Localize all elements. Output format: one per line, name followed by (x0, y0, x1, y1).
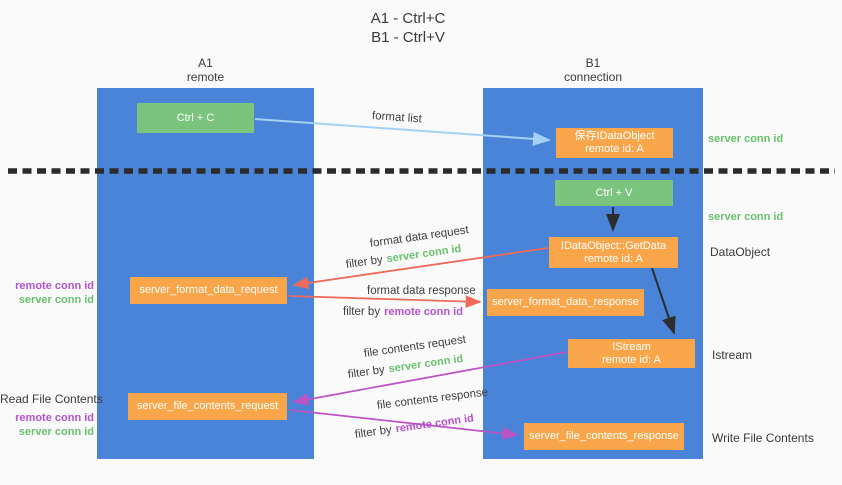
node-server-format-data-response: server_format_data_response (487, 289, 644, 316)
arrow-label-format-list: format list (371, 110, 423, 126)
lane-header-a1: A1 remote (97, 56, 314, 84)
node-idataobject-getdata: IDataObject::GetData remote id: A (549, 237, 678, 268)
left-label-server-conn-id-2: server conn id (18, 426, 94, 438)
node-save-idataobject-line2: remote id: A (585, 143, 644, 155)
node-getdata-line2: remote id: A (584, 252, 643, 265)
right-label-istream: Istream (712, 348, 753, 362)
node-istream: IStream remote id: A (568, 339, 695, 368)
lane-header-b1: B1 connection (483, 56, 703, 84)
lane-a1-name: A1 (198, 56, 213, 70)
node-ctrl-v: Ctrl + V (555, 180, 673, 206)
node-ctrl-c-label: Ctrl + C (176, 111, 215, 124)
right-label-server-conn-id-2: server conn id (708, 211, 784, 223)
node-ctrl-c: Ctrl + C (137, 103, 254, 133)
arrow-label-format-data-response: format data response (367, 285, 476, 297)
lane-a1-subtitle: remote (186, 70, 225, 84)
node-server-file-contents-request: server_file_contents_request (128, 393, 287, 420)
node-server-format-data-request: server_format_data_request (130, 277, 287, 304)
right-label-server-conn-id-1: server conn id (708, 133, 784, 145)
right-label-write-file-contents: Write File Contents (712, 431, 814, 445)
filter-by-text-4: filter by (354, 423, 393, 441)
node-istream-line1: IStream (612, 340, 651, 353)
diagram-title: A1 - Ctrl+C B1 - Ctrl+V (308, 9, 508, 47)
left-label-group-1: remote conn id server conn id (0, 279, 94, 307)
arrow-label-file-contents-response: file contents response (376, 386, 489, 412)
node-server-format-data-request-label: server_format_data_request (139, 284, 278, 296)
title-line-1: A1 - Ctrl+C (370, 10, 446, 27)
lane-b1-name: B1 (585, 56, 601, 70)
filter-by-text-3: filter by (347, 363, 386, 381)
left-label-group-2: remote conn id server conn id (0, 411, 94, 439)
filter-target-remote-conn-1: remote conn id (384, 306, 463, 318)
filter-by-text-1: filter by (345, 253, 384, 271)
node-getdata-line1: IDataObject::GetData (560, 239, 667, 252)
left-label-remote-conn-id-1: remote conn id (15, 280, 94, 292)
filter-target-remote-conn-2: remote conn id (394, 412, 475, 436)
lane-b1-subtitle: connection (563, 70, 623, 84)
title-line-2: B1 - Ctrl+V (371, 29, 445, 46)
right-label-dataobject: DataObject (710, 245, 771, 259)
node-ctrl-v-label: Ctrl + V (595, 186, 633, 199)
filter-by-text-2: filter by (343, 306, 381, 318)
left-label-read-file-contents: Read File Contents (0, 392, 103, 406)
node-server-format-data-response-label: server_format_data_response (492, 296, 639, 308)
node-server-file-contents-request-label: server_file_contents_request (136, 400, 279, 412)
node-save-idataobject-line1: 保存IDataObject (574, 130, 655, 142)
node-server-file-contents-response: server_file_contents_response (524, 423, 684, 450)
node-istream-line2: remote id: A (602, 353, 661, 366)
node-server-file-contents-response-label: server_file_contents_response (529, 430, 679, 442)
filter-target-server-conn-2: server conn id (387, 352, 464, 376)
left-label-remote-conn-id-2: remote conn id (15, 412, 94, 424)
node-save-idataobject: 保存IDataObject remote id: A (556, 128, 673, 158)
left-label-server-conn-id-1: server conn id (18, 294, 94, 306)
